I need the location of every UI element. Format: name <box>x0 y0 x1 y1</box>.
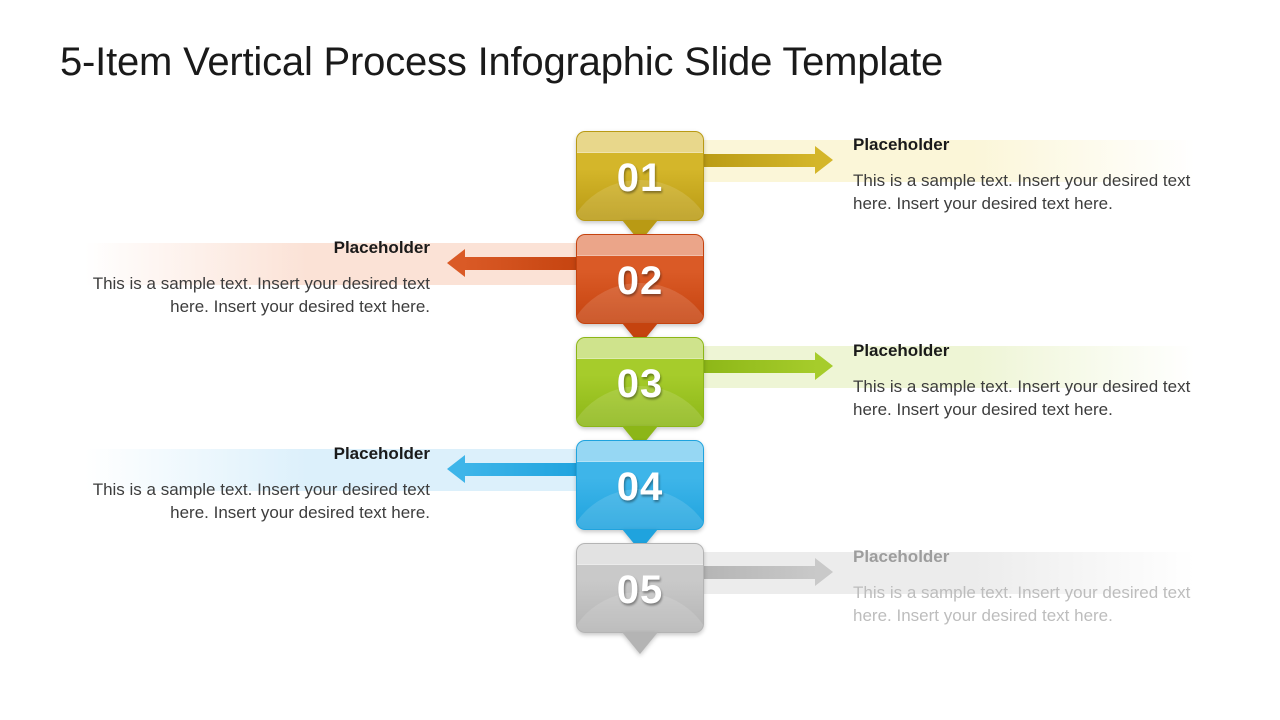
process-step-box-03[interactable]: 03 <box>576 337 704 427</box>
arrow-right-icon-05 <box>698 552 833 594</box>
item-heading[interactable]: Placeholder <box>853 341 950 360</box>
step-number: 05 <box>616 568 664 612</box>
box-gloss-highlight <box>577 441 703 462</box>
item-heading[interactable]: Placeholder <box>333 238 430 257</box>
item-body-text[interactable]: This is a sample text. Insert your desir… <box>853 171 1191 214</box>
arrow-left-icon-04 <box>447 449 582 491</box>
item-body-text[interactable]: This is a sample text. Insert your desir… <box>92 480 430 523</box>
process-step-box-04[interactable]: 04 <box>576 440 704 530</box>
arrow-right-icon-01 <box>698 140 833 182</box>
step-number: 04 <box>616 465 664 509</box>
box-gloss-highlight <box>577 338 703 359</box>
step-number: 02 <box>616 259 664 303</box>
step-pointer-05 <box>622 632 658 654</box>
item-heading[interactable]: Placeholder <box>333 444 430 463</box>
box-gloss-highlight <box>577 544 703 565</box>
arrow-left-icon-02 <box>447 243 582 285</box>
page-title: 5-Item Vertical Process Infographic Slid… <box>60 40 944 84</box>
arrow-right-icon-03 <box>698 346 833 388</box>
process-step-box-05[interactable]: 05 <box>576 543 704 633</box>
item-body-text[interactable]: This is a sample text. Insert your desir… <box>853 583 1191 626</box>
item-body-text[interactable]: This is a sample text. Insert your desir… <box>92 274 430 317</box>
item-heading[interactable]: Placeholder <box>853 135 950 154</box>
step-number: 03 <box>616 362 664 406</box>
box-gloss-highlight <box>577 235 703 256</box>
item-body-text[interactable]: This is a sample text. Insert your desir… <box>853 377 1191 420</box>
step-number: 01 <box>616 156 664 200</box>
process-step-box-01[interactable]: 01 <box>576 131 704 221</box>
process-step-box-02[interactable]: 02 <box>576 234 704 324</box>
item-heading[interactable]: Placeholder <box>853 547 950 566</box>
box-gloss-highlight <box>577 132 703 153</box>
